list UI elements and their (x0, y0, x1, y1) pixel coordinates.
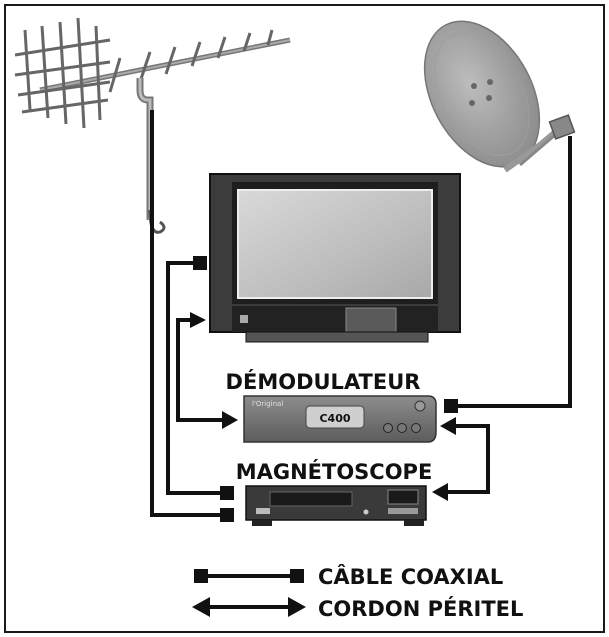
vcr-device (245, 485, 427, 526)
satellite-dish-icon (423, 20, 576, 173)
scart-demodulator-to-vcr (444, 424, 490, 494)
demodulator-device: C400 l'Original (243, 395, 437, 443)
scart-cords (176, 318, 490, 494)
legend-coax-label: CÂBLE COAXIAL (318, 564, 503, 589)
brand-label: l'Original (252, 400, 283, 408)
scart-tv-to-demodulator (176, 318, 222, 422)
coax-dish-to-demodulator (450, 136, 572, 408)
coax-tv-to-vcr (166, 261, 224, 495)
coax-antenna-to-vcr (150, 110, 224, 517)
coaxial-cables (150, 110, 572, 517)
tv-antenna-icon (14, 17, 291, 234)
coax-connectors (193, 256, 458, 522)
diagram-frame (4, 4, 605, 633)
legend-scart-label: CORDON PÉRITEL (318, 596, 523, 621)
demodulator-label: DÉMODULATEUR (226, 369, 421, 394)
receiver-display-readout: C400 (319, 412, 350, 425)
vcr-label: MAGNÉTOSCOPE (236, 459, 433, 484)
legend-scart-symbol (192, 597, 306, 617)
legend-coax-symbol (194, 569, 304, 583)
legend: CÂBLE COAXIAL CORDON PÉRITEL (192, 564, 523, 621)
television (209, 173, 461, 343)
scart-arrowheads (190, 312, 456, 501)
